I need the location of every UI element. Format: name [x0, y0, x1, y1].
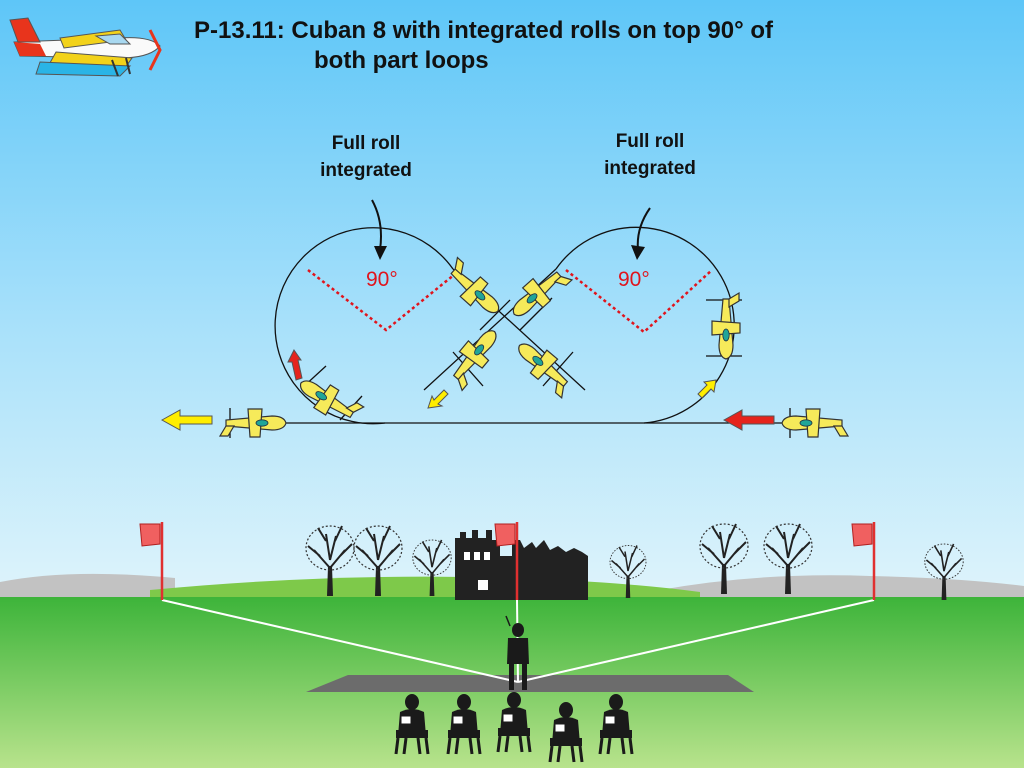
- castle-icon: [455, 530, 588, 600]
- pilot-icon: [505, 615, 529, 690]
- roll-label-left: Full roll integrated: [286, 130, 446, 184]
- roll-label-left-line-1: Full roll: [331, 133, 401, 154]
- flag-icon: [851, 522, 876, 600]
- direction-arrow-up-icon: [697, 379, 717, 399]
- direction-arrow-down-icon: [427, 389, 449, 409]
- roll-label-right-line-1: Full roll: [615, 131, 685, 152]
- angle-label-left: 90°: [366, 268, 398, 291]
- title-line-2: both part loops: [314, 47, 489, 74]
- title-line-1: P-13.11: Cuban 8 with integrated rolls o…: [194, 17, 774, 44]
- runway: [306, 675, 754, 692]
- direction-arrow-up-icon: [287, 349, 303, 381]
- direction-arrow-left-icon: [722, 409, 775, 431]
- page-title: P-13.11: Cuban 8 with integrated rolls o…: [150, 16, 920, 76]
- angle-markers: [307, 269, 713, 334]
- roll-label-left-line-2: integrated: [320, 160, 412, 181]
- flag-icon: [494, 522, 519, 600]
- sky: [0, 0, 1024, 600]
- hill-left: [0, 573, 175, 600]
- angle-label-right: 90°: [618, 268, 650, 291]
- roll-label-right: Full roll integrated: [570, 128, 730, 182]
- roll-label-right-line-2: integrated: [604, 158, 696, 179]
- arrow-head-icon: [631, 245, 645, 260]
- hill-right: [660, 575, 1024, 600]
- flag-icon: [139, 522, 164, 600]
- arrow-head-icon: [374, 246, 387, 260]
- airplane-logo-icon: [9, 17, 162, 77]
- direction-arrow-left-icon: [160, 409, 213, 431]
